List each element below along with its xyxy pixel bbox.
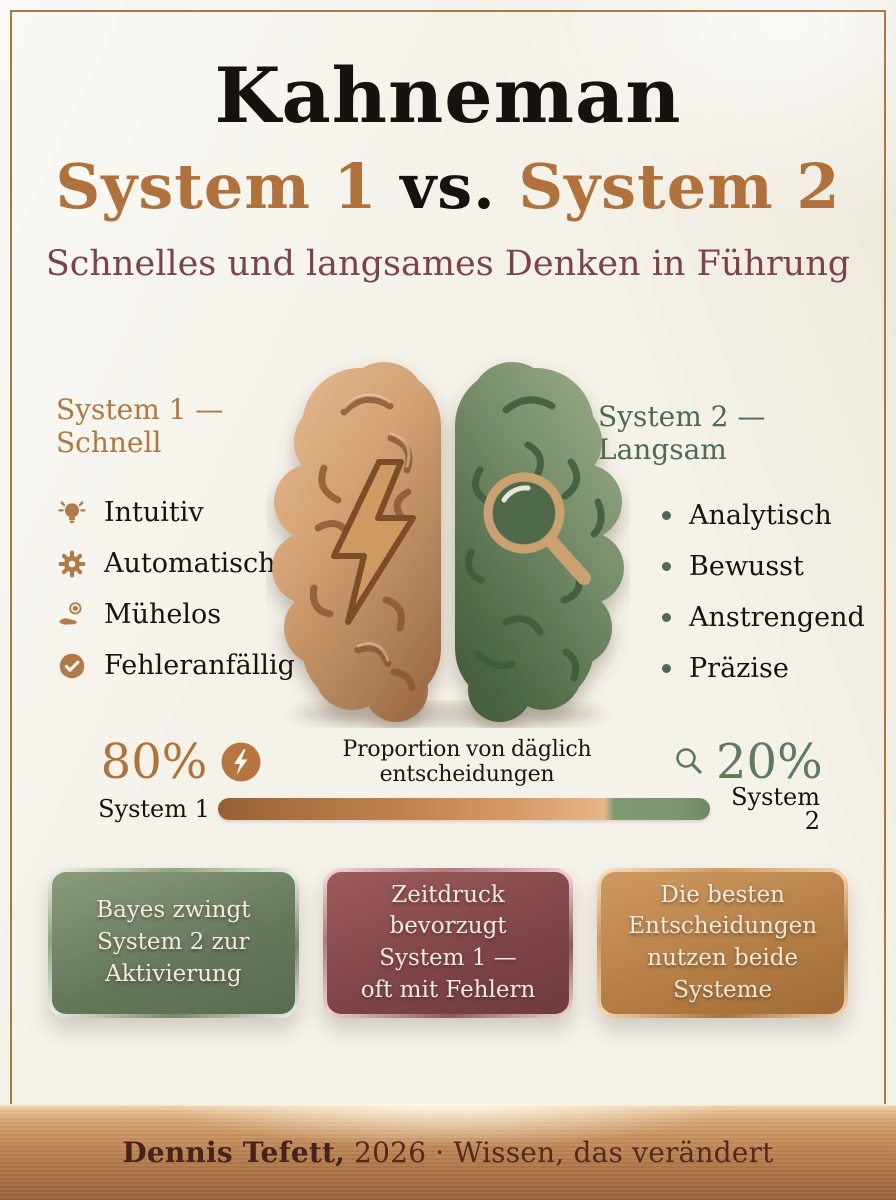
- gear-icon: [56, 548, 88, 580]
- list-item: Intuitiv: [56, 487, 291, 538]
- card-line: oft mit Fehlern: [360, 976, 536, 1003]
- versus-system2: System 2: [518, 150, 841, 223]
- system1-feature-list: Intuitiv: [56, 487, 295, 691]
- bullet-label: Anstrengend: [689, 602, 865, 633]
- system2-percentage: 20%: [716, 734, 823, 790]
- proportion-bar: [218, 798, 710, 820]
- bullet-dot-icon: [662, 562, 671, 571]
- list-item: Analytisch: [662, 490, 858, 541]
- magnifier-icon: [672, 745, 706, 779]
- card-text: Bayes zwingt System 2 zur Aktivierung: [52, 872, 295, 1014]
- system2-bullet-list: Analytisch Bewusst Anstrengend Präzise: [598, 490, 865, 694]
- list-item: Automatisch: [56, 538, 291, 589]
- bullet-dot-icon: [662, 511, 671, 520]
- card-line: System 1 —: [379, 945, 517, 971]
- brain-left-hemisphere: [272, 362, 441, 722]
- versus-title: System 1 vs. System 2: [0, 156, 896, 218]
- list-item: Bewusst: [662, 541, 858, 592]
- footer-band: Dennis Tefett, 2026 · Wissen, das veränd…: [0, 1104, 896, 1200]
- card-beste-entscheidungen: Die besten Entscheidungen nutzen beide S…: [597, 868, 849, 1018]
- bullet-label: Analytisch: [689, 500, 832, 531]
- footer-author: Dennis Tefett,: [122, 1135, 346, 1169]
- lightning-bolt-symbol: [331, 459, 416, 625]
- footer-text: Dennis Tefett, 2026 · Wissen, das veränd…: [122, 1136, 773, 1169]
- page-title: Kahneman: [214, 51, 682, 140]
- system1-bar-label: System 1: [98, 795, 210, 823]
- feature-label: Intuitiv: [104, 497, 204, 528]
- card-text: Die besten Entscheidungen nutzen beide S…: [601, 872, 845, 1014]
- card-line: Zeitdruck bevorzugt: [389, 881, 507, 940]
- card-line: Die besten: [660, 881, 785, 908]
- feature-label: Fehleranfällig: [104, 650, 295, 681]
- proportion-section: 80% Proportion von däglich entscheidunge…: [96, 734, 823, 833]
- check-circle-icon: [56, 650, 88, 682]
- card-line: System 2 zur: [97, 929, 250, 956]
- proportion-caption-row: Proportion von däglich entscheidungen: [218, 734, 710, 790]
- card-line: nutzen beide Systeme: [647, 945, 799, 1003]
- system2-heading: System 2 — Langsam: [598, 400, 766, 466]
- insight-cards: Bayes zwingt System 2 zur Aktivierung Ze…: [48, 868, 849, 1018]
- feature-label: Mühelos: [104, 599, 222, 630]
- brain-right-hemisphere: [455, 362, 624, 722]
- header: Kahneman System 1 vs. System 2 Schnelles…: [0, 0, 896, 285]
- list-item: Präzise: [662, 643, 858, 694]
- system1-panel: System 1 — Schnell: [56, 393, 295, 691]
- card-bayes: Bayes zwingt System 2 zur Aktivierung: [48, 868, 299, 1018]
- card-line: Aktivierung: [105, 960, 242, 987]
- card-text: Zeitdruck bevorzugt System 1 — oft mit F…: [326, 872, 570, 1014]
- feature-label: Automatisch: [104, 548, 276, 579]
- system1-percentage: 80%: [100, 734, 208, 790]
- system2-bar-label: System 2: [731, 783, 820, 835]
- bullet-dot-icon: [662, 613, 671, 622]
- list-item: Mühelos: [56, 589, 291, 640]
- versus-vs: vs.: [377, 150, 519, 223]
- bullet-label: Bewusst: [689, 551, 804, 582]
- lightning-badge-icon: [220, 741, 262, 783]
- bullet-label: Präzise: [689, 653, 789, 684]
- footer-tagline: 2026 · Wissen, das verändert: [345, 1135, 774, 1169]
- system1-heading: System 1 — Schnell: [56, 393, 224, 459]
- bullet-dot-icon: [662, 664, 671, 673]
- hand-coin-icon: [56, 599, 88, 631]
- card-line: Entscheidungen: [628, 913, 818, 940]
- lightbulb-icon: [56, 497, 88, 529]
- proportion-caption: Proportion von däglich entscheidungen: [342, 737, 592, 787]
- subtitle: Schnelles und langsames Denken in Führun…: [45, 244, 851, 284]
- list-item: Anstrengend: [662, 592, 865, 643]
- system2-panel: System 2 — Langsam Analytisch Bewusst An…: [598, 400, 865, 694]
- card-line: Bayes zwingt: [96, 897, 251, 924]
- magnifying-glass-symbol: [483, 472, 591, 585]
- card-zeitdruck: Zeitdruck bevorzugt System 1 — oft mit F…: [322, 868, 574, 1018]
- versus-system1: System 1: [55, 150, 378, 223]
- list-item: Fehleranfällig: [56, 640, 295, 691]
- brain-illustration: [266, 350, 630, 728]
